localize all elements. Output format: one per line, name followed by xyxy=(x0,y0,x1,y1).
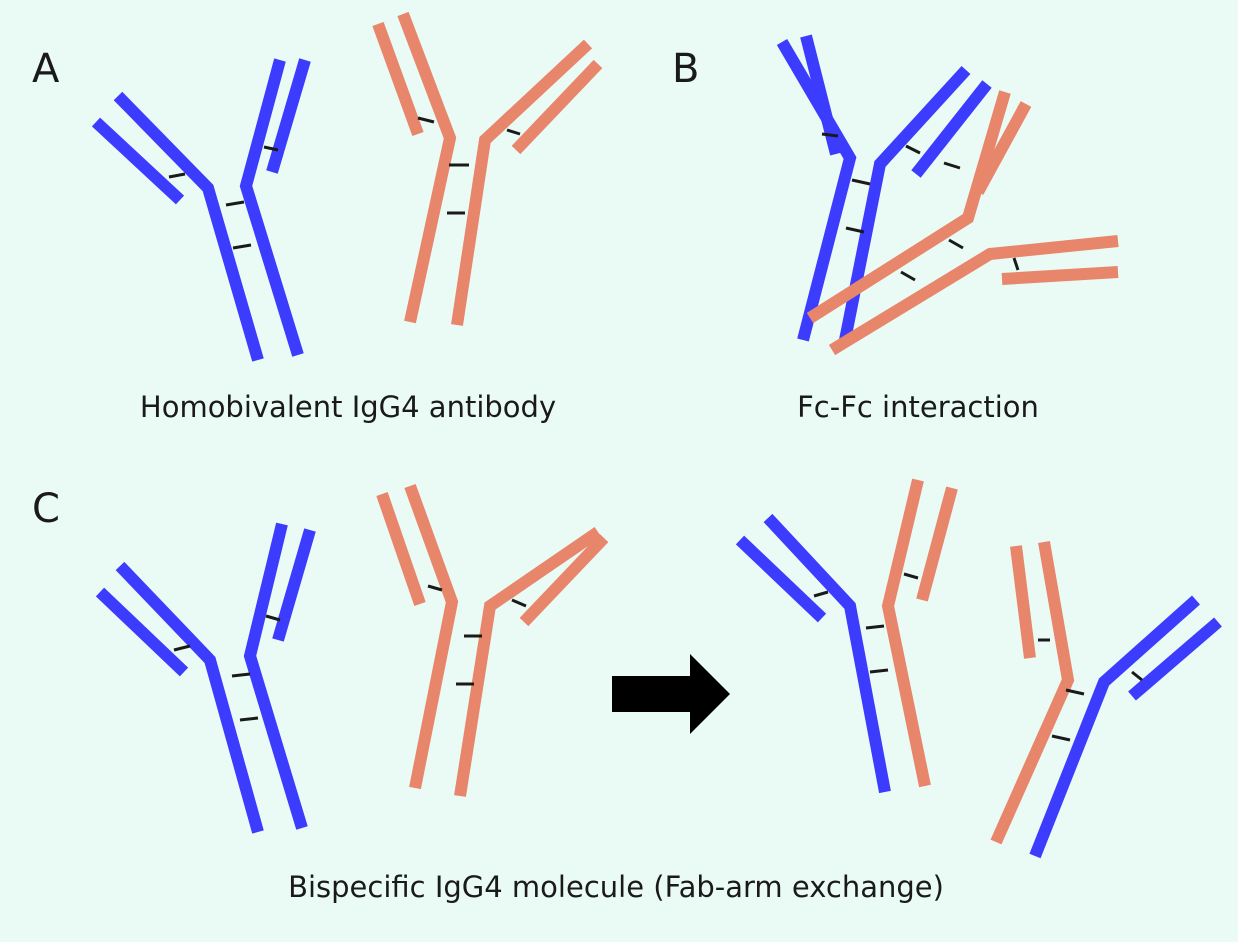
panel-a-caption: Homobivalent IgG4 antibody xyxy=(139,390,557,424)
antibody-blue xyxy=(91,58,311,362)
light-chain xyxy=(372,21,424,137)
light-chain xyxy=(916,486,958,602)
disulfide-bond xyxy=(506,128,521,136)
panel-c-letter: C xyxy=(32,486,60,532)
panel-c-caption: Bispecific IgG4 molecule (Fab-arm exchan… xyxy=(288,870,944,904)
antibody-orange xyxy=(372,11,603,326)
light-chain xyxy=(272,528,316,642)
bispecific-antibody-2 xyxy=(990,540,1222,859)
disulfide-bond xyxy=(1131,670,1143,682)
bispecific-antibody-1 xyxy=(735,478,958,794)
light-chain xyxy=(511,59,603,155)
heavy-chain xyxy=(806,90,1011,324)
disulfide-bond xyxy=(865,624,885,630)
heavy-chain xyxy=(115,561,264,834)
light-chain xyxy=(91,117,185,205)
light-chain xyxy=(519,533,609,627)
antibody-blue-fc-bound xyxy=(776,34,992,342)
disulfide-bond xyxy=(263,145,279,152)
disulfide-bond xyxy=(943,161,961,170)
heavy-chain xyxy=(404,483,459,790)
disulfide-bond xyxy=(948,238,964,250)
disulfide-bond xyxy=(821,132,839,138)
arrow-shape xyxy=(612,654,730,734)
disulfide-bond xyxy=(869,668,889,674)
antibody-blue-c xyxy=(95,522,316,834)
disulfide-bond xyxy=(845,226,865,234)
panel-b-letter: B xyxy=(672,46,700,92)
light-chain xyxy=(1010,545,1036,659)
heavy-chain xyxy=(243,522,308,830)
light-chain xyxy=(735,535,827,623)
light-chain xyxy=(266,58,311,174)
heavy-chain xyxy=(454,527,602,797)
disulfide-bond xyxy=(225,200,245,207)
heavy-chain xyxy=(776,38,857,342)
heavy-chain xyxy=(113,91,264,362)
disulfide-bond xyxy=(905,144,921,155)
heavy-chain xyxy=(828,235,1119,356)
panel-a-letter: A xyxy=(32,46,60,92)
light-chain xyxy=(911,80,992,178)
antibody-orange-lying xyxy=(806,90,1119,356)
light-chain xyxy=(1001,266,1119,285)
heavy-chain xyxy=(1029,595,1200,859)
light-chain xyxy=(376,492,426,606)
light-chain xyxy=(95,587,189,677)
heavy-chain xyxy=(990,540,1075,845)
reaction-arrow xyxy=(612,654,730,734)
disulfide-bond xyxy=(427,584,443,592)
disulfide-bond xyxy=(239,716,259,722)
light-chain xyxy=(1128,617,1222,701)
disulfide-bond xyxy=(1065,688,1085,696)
light-chain xyxy=(972,101,1032,195)
disulfide-bond xyxy=(265,614,281,622)
disulfide-bond xyxy=(1012,257,1020,271)
disulfide-bond xyxy=(900,270,916,282)
disulfide-bond xyxy=(417,116,435,124)
disulfide-bond xyxy=(813,590,829,598)
heavy-chain xyxy=(763,513,891,794)
disulfide-bond xyxy=(232,243,252,250)
heavy-chain xyxy=(239,58,304,357)
disulfide-bond xyxy=(168,172,186,179)
heavy-chain xyxy=(881,478,931,788)
heavy-chain xyxy=(839,65,971,342)
panel-b-caption: Fc-Fc interaction xyxy=(797,390,1039,424)
disulfide-bond xyxy=(231,672,251,678)
disulfide-bond xyxy=(511,598,527,608)
antibody-orange-c xyxy=(376,483,609,797)
disulfide-bond xyxy=(903,572,919,580)
heavy-chain xyxy=(451,39,593,326)
disulfide-bond xyxy=(1051,734,1071,742)
disulfide-bond xyxy=(851,178,871,186)
disulfide-bond xyxy=(173,644,191,652)
heavy-chain xyxy=(397,11,457,324)
